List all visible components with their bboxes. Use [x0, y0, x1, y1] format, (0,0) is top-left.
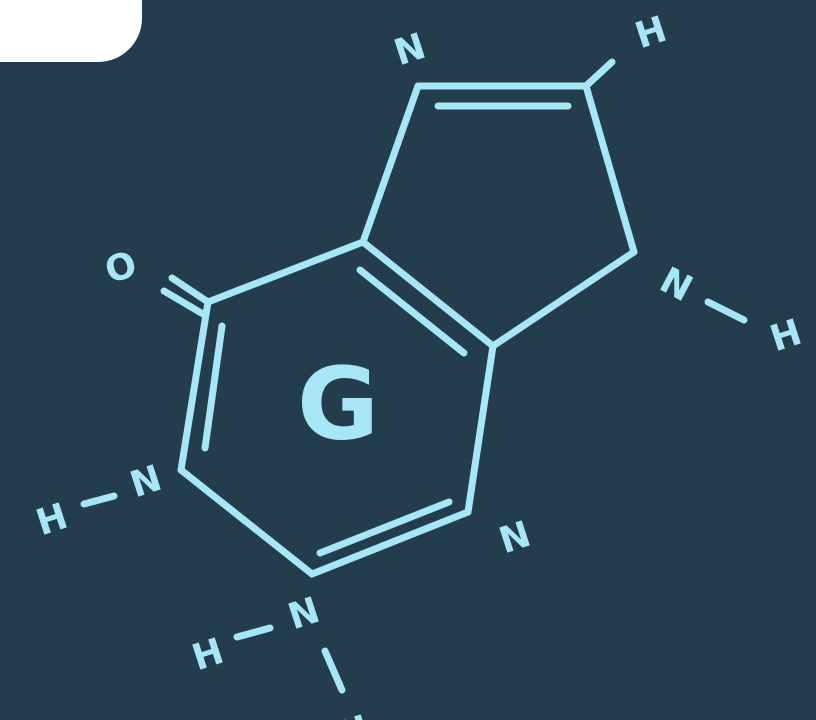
bond-shared [359, 238, 497, 350]
bond-h-top [582, 58, 616, 90]
bond-top-left [359, 82, 422, 246]
bond-upper-left [204, 238, 367, 306]
bond-lower-left [177, 466, 316, 578]
bond-nh-left [80, 492, 118, 508]
bond-bottom [308, 508, 472, 578]
bond-n-bottom-down [321, 647, 346, 694]
bond-carbonyl-b [160, 287, 207, 318]
bond-nh-right [704, 298, 748, 324]
bond-lower-right [464, 342, 497, 516]
bond-nh-bottom [233, 624, 274, 641]
bond-left [177, 298, 212, 474]
bond-top-right [582, 82, 638, 256]
center-letter-label: G [297, 346, 379, 463]
bond-shared-inner [356, 266, 468, 357]
corner-card [0, 0, 142, 62]
bond-bottom-inner [316, 498, 453, 557]
bond-carbonyl-a [168, 274, 212, 306]
bond-left-inner [201, 322, 226, 452]
bond-right [489, 248, 638, 350]
